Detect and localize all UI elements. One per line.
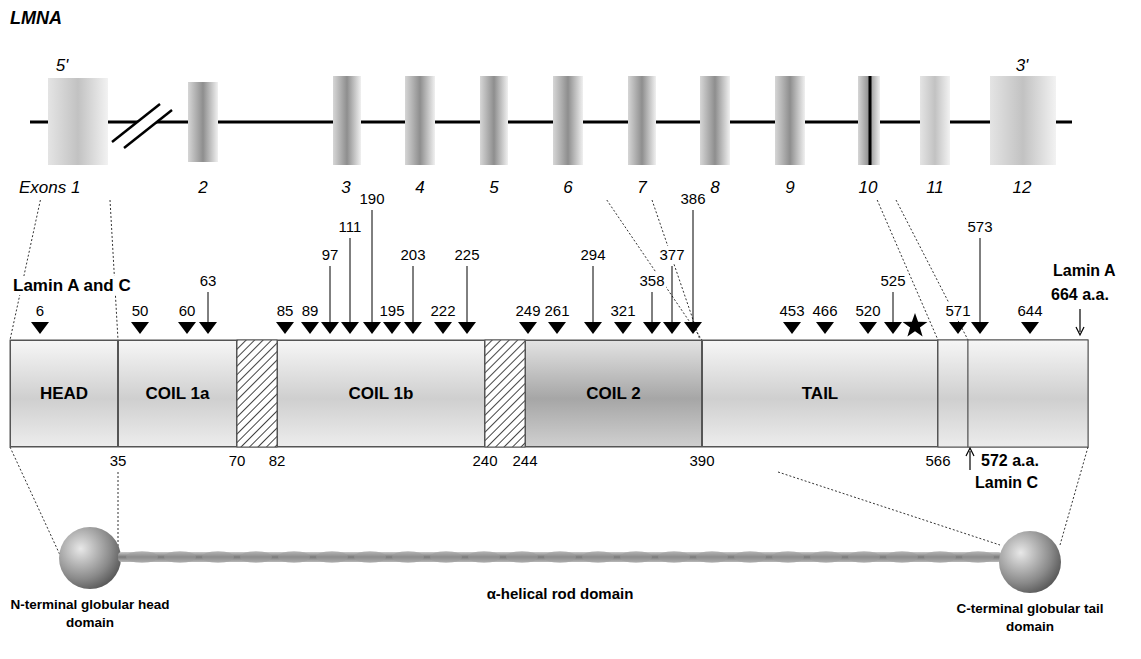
mutation-position: 321 (609, 302, 636, 319)
domain-boundary: 240 (471, 452, 498, 469)
coil-1b-domain: COIL 1b (277, 340, 485, 447)
mutation-position: 195 (378, 302, 405, 319)
domain-boundary: 244 (511, 452, 538, 469)
mutation-position: 203 (399, 246, 426, 263)
mutation-position: 520 (854, 302, 881, 319)
domain-boundary: 82 (268, 452, 287, 469)
mutation-position: 85 (276, 302, 295, 319)
strand-end: 3' (1015, 56, 1030, 75)
exon-number: 9 (784, 178, 795, 197)
isoform-label: Lamin C (974, 474, 1039, 492)
protein-length: 664 a.a. (1050, 286, 1110, 304)
domain-caption: N-terminal globular head domain (5, 596, 175, 632)
mutation-position: 525 (879, 272, 906, 289)
exon-number: 6 (562, 178, 573, 197)
exon-number: 8 (709, 178, 720, 197)
tail-domain: TAIL (702, 340, 938, 447)
exon-number: 7 (636, 178, 647, 197)
exon-number: 4 (414, 178, 425, 197)
domain-caption: α-helical rod domain (118, 584, 1002, 604)
mutation-position: 294 (579, 246, 606, 263)
mutation-position: 89 (301, 302, 320, 319)
mutation-position: 261 (543, 302, 570, 319)
mutation-position: 97 (321, 246, 340, 263)
domain-label: COIL 1a (146, 384, 210, 404)
exon-number: 2 (197, 178, 208, 197)
mutation-position: 225 (453, 246, 480, 263)
mutation-position: 644 (1016, 302, 1043, 319)
domain-caption: C-terminal globular tail domain (945, 600, 1115, 636)
mutation-position: 386 (679, 190, 706, 207)
mutation-position: 63 (199, 272, 218, 289)
domain-label: COIL 1b (349, 384, 414, 404)
domain-boundary: 35 (109, 452, 128, 469)
exon-number: 3 (340, 178, 351, 197)
exon-number: 11 (925, 178, 945, 197)
mutation-position: 377 (658, 246, 685, 263)
exon-number: 5 (488, 178, 499, 197)
mutation-position: 358 (638, 272, 665, 289)
isoform-label: Lamin A (1052, 262, 1117, 280)
head-domain: HEAD (10, 340, 118, 447)
domain-boundary: 390 (688, 452, 715, 469)
globe-shape (5, 524, 175, 654)
mutation-position: 60 (178, 302, 197, 319)
exon-number: 10 (858, 178, 879, 197)
mutation-position: 50 (131, 302, 150, 319)
mutation-position: 466 (811, 302, 838, 319)
figure-title: LMNA (10, 8, 62, 28)
domain-label: HEAD (40, 384, 88, 404)
domain-boundary: 566 (924, 452, 951, 469)
mutation-position: 573 (966, 218, 993, 235)
domain-label: COIL 2 (586, 384, 640, 404)
mutation-position: 111 (338, 218, 363, 235)
exon-number: Exons 1 (18, 178, 81, 197)
mutation-position: 249 (514, 302, 541, 319)
coil-1a-domain: COIL 1a (118, 340, 237, 447)
mutation-position: 190 (358, 190, 385, 207)
rod-domain: α-helical rod domain (118, 540, 1002, 615)
c-terminal-globe: C-terminal globular tail domain (945, 528, 1115, 654)
strand-end: 5' (55, 56, 70, 75)
mutation-position: 222 (429, 302, 456, 319)
rod-shape (118, 540, 1002, 615)
globe-shape (945, 528, 1115, 654)
n-terminal-globe: N-terminal globular head domain (5, 524, 175, 654)
isoform-label: Lamin A and C (12, 276, 132, 295)
mutation-position: 571 (944, 302, 971, 319)
protein-length: 572 a.a. (980, 452, 1040, 470)
mutation-position: 453 (778, 302, 805, 319)
domain-label: TAIL (802, 384, 839, 404)
coil-2-domain: COIL 2 (525, 340, 702, 447)
domain-boundary: 70 (228, 452, 247, 469)
exon-number: 12 (1012, 178, 1033, 197)
mutation-position: 6 (35, 302, 45, 319)
